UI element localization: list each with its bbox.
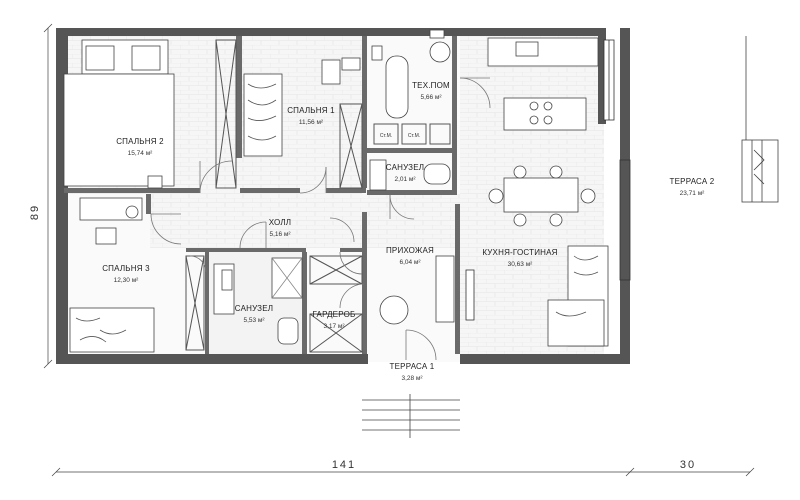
room-label-techroom: ТЕХ.ПОМ [412, 81, 450, 90]
room-label-kitchen: КУХНЯ-ГОСТИНАЯ [482, 248, 557, 257]
terrace2-stairs [741, 36, 779, 203]
room-label-terrace2: ТЕРРАСА 2 [670, 177, 715, 186]
room-label-wardrobe: ГАРДЕРОБ [313, 310, 356, 319]
dimension-vertical: 89 [29, 204, 41, 220]
room-area-entry: 6,04 м² [399, 259, 421, 266]
room-area-wardrobe: 3,17 м² [323, 323, 345, 330]
terrace1-steps [362, 394, 460, 438]
room-labels: СПАЛЬНЯ 2 15,74 м² СПАЛЬНЯ 1 11,56 м² ТЕ… [102, 81, 715, 382]
room-area-terrace2: 23,71 м² [680, 190, 706, 197]
room-label-bath-large: САНУЗЕЛ [235, 304, 273, 313]
room-label-bath-small: САНУЗЕЛ [386, 163, 424, 172]
room-label-terrace1: ТЕРРАСА 1 [390, 362, 435, 371]
room-area-bedroom1: 11,56 м² [299, 119, 324, 126]
furniture [63, 29, 609, 353]
dimension-horizontal-terrace: 30 [680, 459, 696, 471]
appliance-tag: Ст.М. [380, 133, 392, 139]
dimension-horizontal-main: 141 [332, 459, 356, 471]
room-area-bedroom3: 12,30 м² [114, 277, 140, 284]
windows [465, 39, 631, 321]
room-area-bath-large: 5,53 м² [243, 317, 265, 324]
dimension-lines [43, 23, 755, 477]
room-label-bedroom2: СПАЛЬНЯ 2 [116, 137, 164, 146]
room-label-entry: ПРИХОЖАЯ [386, 246, 434, 255]
room-area-bath-small: 2,01 м² [394, 176, 416, 183]
room-label-bedroom1: СПАЛЬНЯ 1 [287, 106, 335, 115]
room-area-kitchen: 30,63 м² [508, 261, 534, 268]
room-area-terrace1: 3,28 м² [401, 375, 423, 382]
room-label-hall: ХОЛЛ [269, 218, 292, 227]
interior-walls [64, 36, 460, 354]
glass-partitions [185, 39, 451, 353]
room-area-bedroom2: 15,74 м² [128, 150, 154, 157]
room-area-hall: 5,16 м² [269, 231, 291, 238]
door-swings [150, 77, 491, 361]
room-label-bedroom3: СПАЛЬНЯ 3 [102, 264, 150, 273]
room-area-techroom: 5,66 м² [420, 94, 442, 101]
appliance-tag: Ст.М. [408, 133, 420, 139]
